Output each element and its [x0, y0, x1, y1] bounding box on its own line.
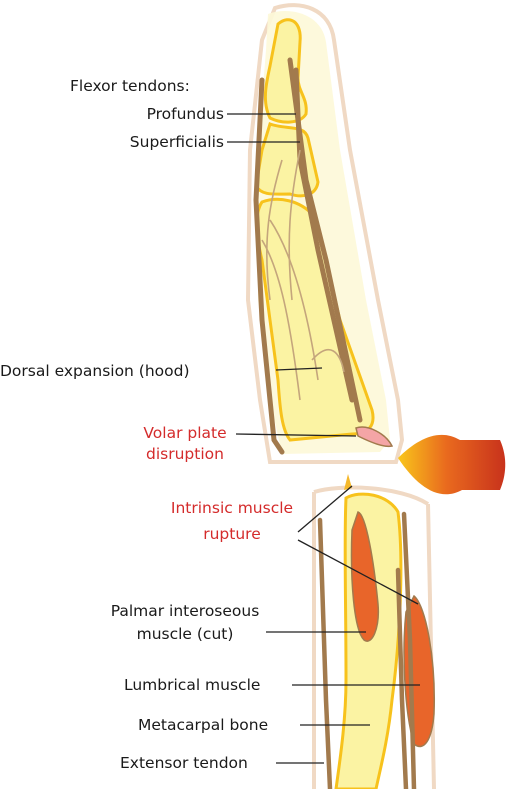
dorsal-expansion-hood	[261, 149, 345, 401]
intrinsic-rupture-label-line2: rupture	[203, 525, 261, 543]
hand-tendons	[317, 511, 417, 792]
lumbrical-label: Lumbrical muscle	[124, 676, 261, 694]
force-arrow	[398, 434, 506, 495]
volar-plate-label-line1: Volar plate	[143, 424, 227, 442]
palmar-interosseous-label-line1: Palmar interoseous	[110, 602, 260, 620]
finger-skin-outline	[245, 3, 405, 464]
extensor-tendon-label: Extensor tendon	[120, 754, 248, 772]
ruptured-tendon-tip	[344, 474, 352, 490]
intrinsic-rupture-label-line1: Intrinsic muscle	[170, 499, 294, 517]
profundus-label: Profundus	[146, 105, 224, 123]
leader-lines	[227, 113, 420, 764]
palmar-interosseous-muscle	[350, 511, 380, 642]
superficialis-label: Superficialis	[129, 133, 224, 151]
dorsal-expansion-label: Dorsal expansion (hood)	[0, 362, 190, 380]
flexor-tendons	[253, 57, 363, 455]
palmar-interosseous-label-line2: muscle (cut)	[136, 625, 234, 643]
volar-plate-label-line2: disruption	[146, 445, 224, 463]
metacarpal-label: Metacarpal bone	[138, 716, 269, 734]
volar-plate	[355, 426, 394, 448]
flexor-tendons-heading: Flexor tendons:	[70, 77, 190, 95]
